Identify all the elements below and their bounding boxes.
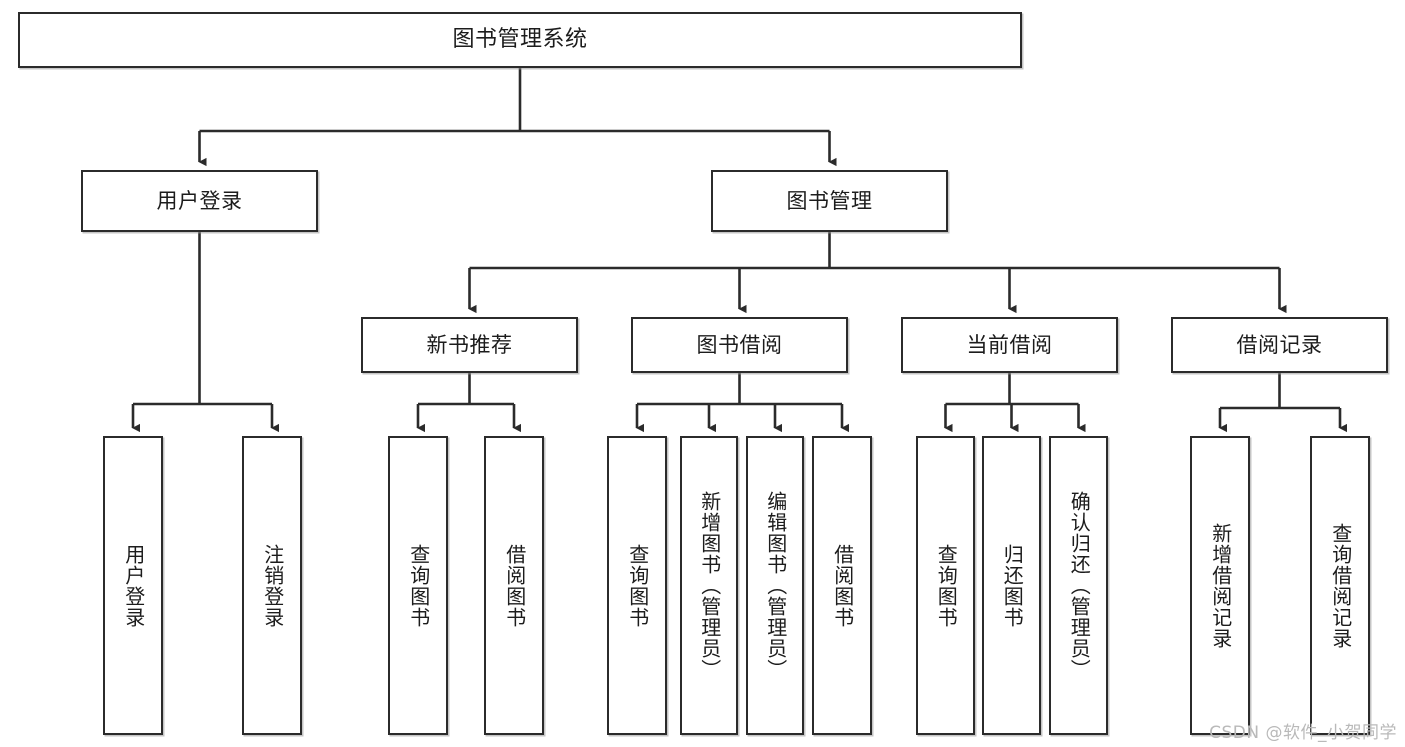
leaf-add-book-admin[interactable]: 新增图书（管理员） bbox=[680, 436, 738, 735]
node-root-book-management-system[interactable]: 图书管理系统 bbox=[18, 12, 1022, 68]
node-label: 新增借阅记录 bbox=[1208, 522, 1233, 649]
node-label: 图书借阅 bbox=[696, 332, 783, 357]
node-borrow-record[interactable]: 借阅记录 bbox=[1171, 317, 1388, 373]
node-label: 确认归还（管理员） bbox=[1067, 491, 1092, 680]
node-label: 查询图书 bbox=[406, 543, 431, 628]
leaf-query-book-current[interactable]: 查询图书 bbox=[916, 436, 975, 735]
csdn-watermark: CSDN @软件_小贺同学 bbox=[1209, 723, 1397, 743]
leaf-user-login[interactable]: 用户登录 bbox=[103, 436, 163, 735]
node-label: 查询图书 bbox=[625, 543, 650, 628]
leaf-query-book-recommend[interactable]: 查询图书 bbox=[388, 436, 448, 735]
node-label: 查询借阅记录 bbox=[1328, 522, 1353, 649]
node-current-borrow[interactable]: 当前借阅 bbox=[901, 317, 1118, 373]
leaf-edit-book-admin[interactable]: 编辑图书（管理员） bbox=[746, 436, 804, 735]
node-new-book-recommend[interactable]: 新书推荐 bbox=[361, 317, 578, 373]
node-label: 编辑图书（管理员） bbox=[763, 491, 788, 680]
leaf-confirm-return-admin[interactable]: 确认归还（管理员） bbox=[1049, 436, 1108, 735]
node-label: 查询图书 bbox=[934, 543, 959, 628]
node-book-borrow[interactable]: 图书借阅 bbox=[631, 317, 848, 373]
node-label: 用户登录 bbox=[121, 543, 146, 628]
node-user-login[interactable]: 用户登录 bbox=[81, 170, 318, 232]
node-label: 新增图书（管理员） bbox=[697, 491, 722, 680]
node-label: 借阅图书 bbox=[502, 543, 527, 628]
node-label: 当前借阅 bbox=[966, 332, 1053, 357]
node-label: 用户登录 bbox=[156, 188, 243, 213]
node-label: 图书管理 bbox=[786, 188, 873, 213]
leaf-borrow-book-recommend[interactable]: 借阅图书 bbox=[484, 436, 544, 735]
node-label: 借阅记录 bbox=[1236, 332, 1323, 357]
node-label: 借阅图书 bbox=[830, 543, 855, 628]
leaf-logout-login[interactable]: 注销登录 bbox=[242, 436, 302, 735]
node-label: 新书推荐 bbox=[426, 332, 513, 357]
leaf-borrow-book[interactable]: 借阅图书 bbox=[812, 436, 872, 735]
node-book-management[interactable]: 图书管理 bbox=[711, 170, 948, 232]
leaf-query-book-borrow[interactable]: 查询图书 bbox=[607, 436, 667, 735]
leaf-return-book[interactable]: 归还图书 bbox=[982, 436, 1041, 735]
node-label: 注销登录 bbox=[260, 543, 285, 628]
leaf-add-borrow-record[interactable]: 新增借阅记录 bbox=[1190, 436, 1250, 735]
node-label: 图书管理系统 bbox=[452, 27, 588, 53]
node-label: 归还图书 bbox=[1000, 543, 1025, 628]
leaf-query-borrow-record[interactable]: 查询借阅记录 bbox=[1310, 436, 1370, 735]
